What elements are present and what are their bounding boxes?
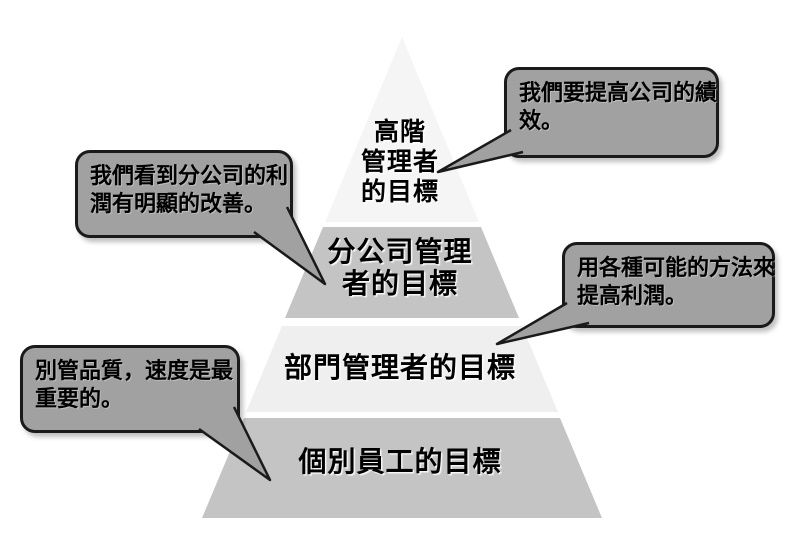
pyramid-level-1-shape — [325, 37, 479, 222]
pyramid-level-2-label: 分公司管理 者的目標 — [0, 236, 800, 300]
callout-text-line: 我們要提高公司的績 — [519, 80, 718, 105]
level-label-line: 者的目標 — [341, 268, 458, 299]
callout-bubble-top-management: 我們要提高公司的績 效。 — [504, 67, 719, 158]
pyramid-level-3-label: 部門管理者的目標 — [0, 352, 800, 384]
callout-bubble-department-manager: 用各種可能的方法來 提高利潤。 — [562, 242, 775, 328]
level-label-line: 個別員工的目標 — [298, 446, 502, 477]
pyramid-level-4-shape — [202, 418, 602, 518]
callout-text-line: 我們看到分公司的利 — [90, 163, 289, 188]
callout-text-line: 重要的。 — [35, 386, 124, 411]
pyramid-level-4-label: 個別員工的目標 — [0, 446, 800, 478]
pyramid-level-1-label: 高階 管理者 的目標 — [0, 117, 800, 207]
callout-bubble-individual-employee: 別管品質，速度是最 重要的。 — [20, 345, 240, 433]
level-label-line: 高階 — [373, 118, 426, 146]
level-label-line: 部門管理者的目標 — [283, 352, 516, 383]
pyramid-level-3-shape — [246, 326, 558, 412]
level-label-line: 的目標 — [360, 178, 439, 206]
pyramid-level-2-shape — [285, 227, 519, 318]
callout-text-line: 潤有明顯的改善。 — [90, 191, 267, 216]
callout-text-line: 提高利潤。 — [577, 283, 688, 308]
level-label-line: 管理者 — [360, 148, 439, 176]
callout-text-line: 效。 — [519, 108, 564, 133]
level-label-line: 分公司管理 — [327, 236, 473, 267]
callout-text-line: 用各種可能的方法來 — [577, 255, 776, 280]
callout-text-line: 別管品質，速度是最 — [35, 358, 234, 383]
callout-bubble-branch-manager: 我們看到分公司的利 潤有明顯的改善。 — [75, 150, 293, 238]
